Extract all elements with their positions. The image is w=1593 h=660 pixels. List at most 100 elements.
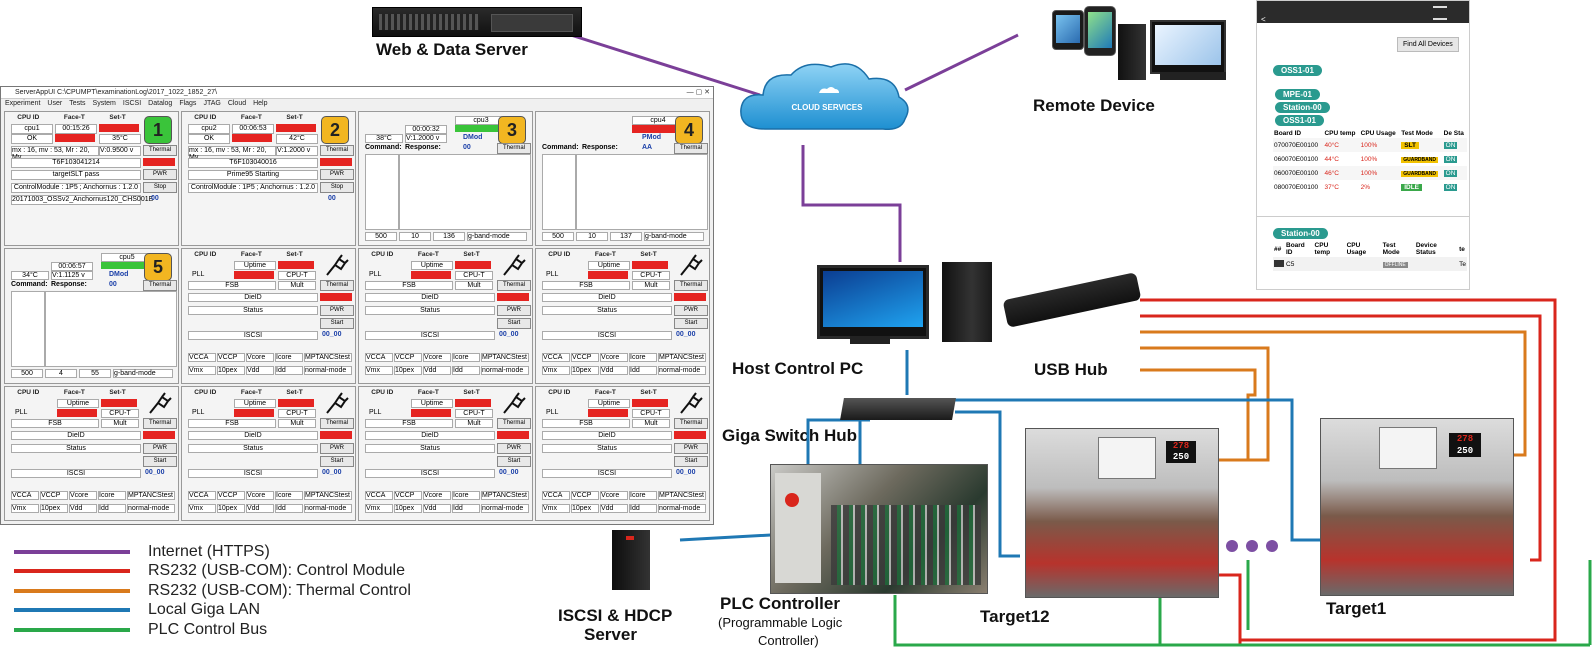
legend-swatch — [14, 627, 130, 632]
thermal-button[interactable]: Thermal — [320, 417, 354, 429]
menu-iscsi[interactable]: ISCSI — [122, 100, 142, 107]
response-label: Response: — [51, 281, 87, 289]
stop-button[interactable]: Stop — [143, 182, 177, 193]
thermal-button[interactable]: Thermal — [320, 145, 354, 156]
command-log[interactable] — [542, 154, 576, 230]
command-label: Command: — [11, 281, 48, 289]
test-dropdown[interactable]: MPTANCStest — [658, 353, 706, 363]
command-log[interactable] — [11, 291, 45, 368]
tag-mpe-01[interactable]: MPE-01 — [1275, 89, 1320, 100]
thermal-button[interactable]: Thermal — [143, 417, 177, 429]
mode-dropdown[interactable]: normal-mode — [481, 503, 529, 513]
tag-oss1-01-second[interactable]: OSS1-01 — [1275, 115, 1324, 126]
menu-icon[interactable] — [1433, 6, 1447, 20]
tag-oss1-01[interactable]: OSS1-01 — [1273, 65, 1322, 76]
value-field[interactable]: 4 — [45, 369, 77, 379]
start-button[interactable]: Start — [143, 455, 177, 467]
mode-dropdown[interactable]: g-band-mode — [644, 232, 704, 241]
thermal-button[interactable]: Thermal — [497, 143, 531, 154]
pwr-button[interactable]: PWR — [497, 442, 531, 454]
mode-dropdown[interactable]: normal-mode — [658, 366, 706, 376]
col-face-t: Face-T — [417, 388, 439, 396]
cell-board-id: 060070E00100 — [1274, 169, 1319, 177]
menu-tests[interactable]: Tests — [69, 100, 86, 107]
pll-label: PLL — [15, 408, 28, 416]
status-badge: ON — [1443, 169, 1458, 177]
response-log[interactable] — [45, 291, 177, 368]
pwr-button[interactable]: PWR — [674, 305, 708, 317]
mode-dropdown[interactable]: normal-mode — [304, 366, 352, 376]
voltage-field: V:1.2000 v — [276, 146, 318, 156]
vcore-field: Vcore — [69, 490, 97, 500]
tag-station-00[interactable]: Station-00 — [1275, 102, 1330, 113]
icore-field: Icore — [452, 490, 480, 500]
menu-system[interactable]: System — [92, 100, 116, 107]
tag-station-00-second[interactable]: Station-00 — [1273, 228, 1328, 239]
thermal-button[interactable]: Thermal — [497, 417, 531, 429]
thermal-button[interactable]: Thermal — [674, 417, 708, 429]
thermal-button[interactable]: Thermal — [143, 280, 177, 292]
value-field[interactable]: 55 — [79, 369, 111, 379]
value-field[interactable]: 500 — [11, 369, 43, 379]
menu-user[interactable]: User — [47, 100, 63, 107]
thermal-button[interactable]: Thermal — [143, 145, 177, 156]
mode-dropdown[interactable]: normal-mode — [658, 503, 706, 513]
pwr-button[interactable]: PWR — [320, 442, 354, 454]
start-button[interactable]: Start — [320, 318, 354, 330]
value-field[interactable]: 136 — [433, 232, 465, 241]
value-field[interactable]: 500 — [365, 232, 397, 241]
col-face-t: Face-T — [417, 251, 439, 259]
test-dropdown[interactable]: MPTANCStest — [304, 490, 352, 500]
find-all-devices-button[interactable]: Find All Devices — [1397, 37, 1459, 52]
mode-dropdown[interactable]: g-band-mode — [113, 369, 173, 379]
menu-experiment[interactable]: Experiment — [5, 100, 41, 107]
back-icon[interactable]: < — [1261, 15, 1266, 24]
row-checkbox[interactable] — [1274, 259, 1284, 267]
menu-datalog[interactable]: Datalog — [148, 100, 173, 107]
wire-lan-switch-plc — [806, 418, 870, 465]
pwr-button[interactable]: PWR — [497, 305, 531, 317]
start-button[interactable]: Start — [497, 455, 531, 467]
mode-dropdown[interactable]: g-band-mode — [467, 232, 527, 241]
test-dropdown[interactable]: MPTANCStest — [481, 353, 529, 363]
thermal-button[interactable]: Thermal — [674, 143, 708, 154]
menu-help[interactable]: Help — [253, 100, 268, 107]
value-field[interactable]: 500 — [542, 232, 574, 241]
value-field[interactable]: 137 — [610, 232, 642, 241]
menu-flags[interactable]: Flags — [179, 100, 197, 107]
pwr-button[interactable]: PWR — [143, 442, 177, 454]
test-dropdown[interactable]: MPTANCStest — [127, 490, 175, 500]
response-log[interactable] — [576, 154, 708, 230]
mode-dropdown[interactable]: normal-mode — [304, 503, 352, 513]
test-dropdown[interactable]: MPTANCStest — [481, 490, 529, 500]
value-field[interactable]: 10 — [576, 232, 608, 241]
menu-cloud[interactable]: Cloud — [227, 100, 247, 107]
command-log[interactable] — [365, 154, 399, 230]
thermal-button[interactable]: Thermal — [674, 280, 708, 292]
mode-dropdown[interactable]: normal-mode — [481, 366, 529, 376]
thermal-button[interactable]: Thermal — [497, 280, 531, 292]
start-button[interactable]: Start — [674, 455, 708, 467]
stop-button[interactable]: Stop — [320, 182, 354, 193]
window-controls[interactable]: — ▢ ✕ — [686, 89, 710, 96]
test-dropdown[interactable]: MPTANCStest — [658, 490, 706, 500]
pwr-button[interactable]: PWR — [143, 169, 177, 180]
thermal-button[interactable]: Thermal — [320, 280, 354, 292]
pwr-button[interactable]: PWR — [320, 305, 354, 317]
pwr-button[interactable]: PWR — [674, 442, 708, 454]
start-button[interactable]: Start — [497, 318, 531, 330]
start-button[interactable]: Start — [674, 318, 708, 330]
mode-dropdown[interactable]: normal-mode — [127, 503, 175, 513]
pwr-button[interactable]: PWR — [320, 169, 354, 180]
value-field[interactable]: 10 — [399, 232, 431, 241]
menu-jtag[interactable]: JTAG — [203, 100, 221, 107]
test-dropdown[interactable]: MPTANCStest — [304, 353, 352, 363]
response-log[interactable] — [399, 154, 531, 230]
start-button[interactable]: Start — [320, 455, 354, 467]
